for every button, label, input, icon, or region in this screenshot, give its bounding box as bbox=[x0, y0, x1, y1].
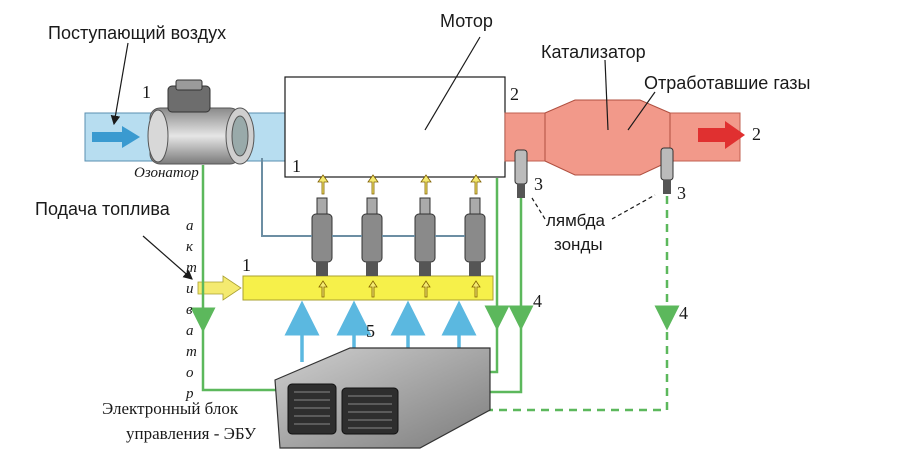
num-lambda-rear: 3 bbox=[677, 183, 686, 203]
fuel-supply-arrow bbox=[197, 275, 242, 301]
label-actuator-vertical: а к т и в а т о р bbox=[185, 218, 197, 402]
injector-2 bbox=[361, 197, 383, 276]
svg-text:о: о bbox=[186, 365, 194, 381]
num-motor-inside: 1 bbox=[292, 156, 301, 176]
leader-lines bbox=[110, 36, 656, 280]
svg-text:а: а bbox=[186, 218, 194, 234]
num-signal-rear: 4 bbox=[679, 303, 688, 323]
fuel-rail bbox=[242, 275, 494, 301]
svg-text:и: и bbox=[186, 281, 194, 297]
num-signal-front: 4 bbox=[533, 291, 542, 311]
injectors bbox=[311, 197, 486, 276]
intake-arrow bbox=[92, 126, 140, 148]
ecu-unit bbox=[274, 347, 491, 449]
num-exhaust-outlet: 2 bbox=[752, 124, 761, 144]
num-exhaust-port: 2 bbox=[510, 84, 519, 104]
exhaust-arrow bbox=[698, 121, 745, 149]
air-bypass-lines bbox=[261, 158, 465, 237]
label-lambda-1: лямбда bbox=[546, 211, 606, 230]
svg-text:т: т bbox=[186, 344, 197, 360]
svg-text:в: в bbox=[186, 302, 193, 318]
injector-4 bbox=[464, 197, 486, 276]
num-fuel-rail: 1 bbox=[242, 255, 251, 275]
label-catalyst: Катализатор bbox=[541, 42, 646, 62]
label-exhaust-gases: Отработавшие газы bbox=[644, 73, 810, 93]
label-motor: Мотор bbox=[440, 11, 493, 31]
injector-3 bbox=[414, 197, 436, 276]
label-ozonator: Озонатор bbox=[134, 165, 199, 181]
label-lambda-2: зонды bbox=[554, 235, 603, 254]
fuel-flow-arrows bbox=[317, 174, 482, 298]
label-ecu-2: управления - ЭБУ bbox=[126, 424, 257, 443]
num-lambda-front: 3 bbox=[534, 174, 543, 194]
svg-text:р: р bbox=[185, 386, 194, 402]
num-air-inlet: 1 bbox=[142, 82, 151, 102]
air-flow-sensor bbox=[147, 79, 255, 165]
injector-1 bbox=[311, 197, 333, 276]
num-injector-signal: 5 bbox=[366, 321, 375, 341]
svg-text:а: а bbox=[186, 323, 194, 339]
label-intake-air: Поступающий воздух bbox=[48, 23, 226, 43]
label-fuel-supply: Подача топлива bbox=[35, 199, 171, 219]
signal-lines bbox=[190, 165, 680, 412]
lambda-sensor-front bbox=[514, 149, 528, 198]
svg-text:к: к bbox=[186, 239, 194, 255]
svg-text:т: т bbox=[186, 260, 197, 276]
label-ecu-1: Электронный блок bbox=[102, 399, 239, 418]
lambda-sensor-rear bbox=[660, 147, 674, 194]
motor-block bbox=[284, 76, 506, 178]
